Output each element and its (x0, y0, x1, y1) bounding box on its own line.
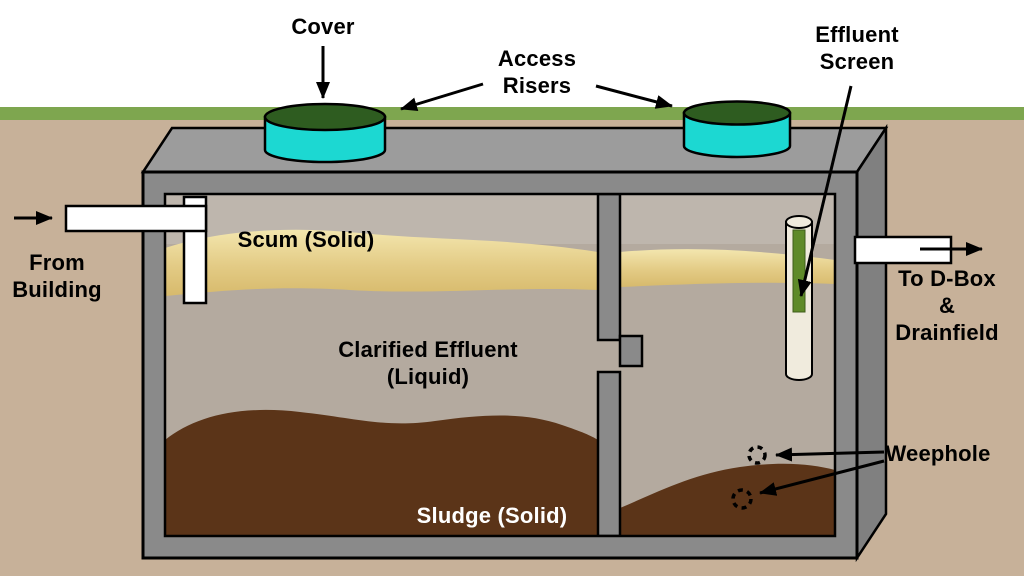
effluent-screen-mesh (792, 229, 806, 313)
sludge-layer-right (620, 463, 835, 536)
scum-label: Scum (Solid) (237, 227, 375, 252)
cover-label: Cover (291, 14, 355, 39)
access-risers-arrow-left (400, 82, 484, 112)
effluent-screen (785, 215, 813, 381)
effluent-screen-label: Effluent Screen (815, 22, 899, 74)
annotation-arrows (14, 46, 983, 496)
left-access-riser (263, 102, 387, 164)
weephole-label: Weephole (885, 441, 991, 466)
grass-strip (0, 107, 1024, 120)
scum-layer-left (165, 229, 598, 296)
right-access-riser (682, 100, 792, 159)
weephole-bottom (731, 488, 753, 510)
tank-front-wall (141, 170, 859, 560)
weephole-arrow-top (775, 447, 885, 462)
effluent-screen-arrow (797, 85, 853, 297)
to-dbox-label: To D-Box & Drainfield (895, 266, 999, 345)
clarified-effluent-label: Clarified Effluent (Liquid) (338, 337, 518, 389)
sky (0, 0, 1024, 108)
scum-layer-right (620, 249, 835, 287)
tank-right-face (855, 123, 888, 563)
from-building-label: From Building (12, 250, 102, 302)
access-risers-arrow-right (595, 84, 673, 109)
inlet-pipe (64, 204, 208, 233)
tank-interior (165, 194, 835, 536)
access-risers-label: Access Risers (497, 46, 577, 98)
sludge-layer-left (165, 409, 598, 536)
divider-wall (596, 194, 644, 536)
sludge-label: Sludge (Solid) (416, 503, 568, 528)
weephole-arrow-bottom (759, 459, 885, 496)
right-riser-cover (682, 100, 792, 126)
left-riser-cover (263, 102, 387, 132)
weephole-top (747, 445, 767, 465)
